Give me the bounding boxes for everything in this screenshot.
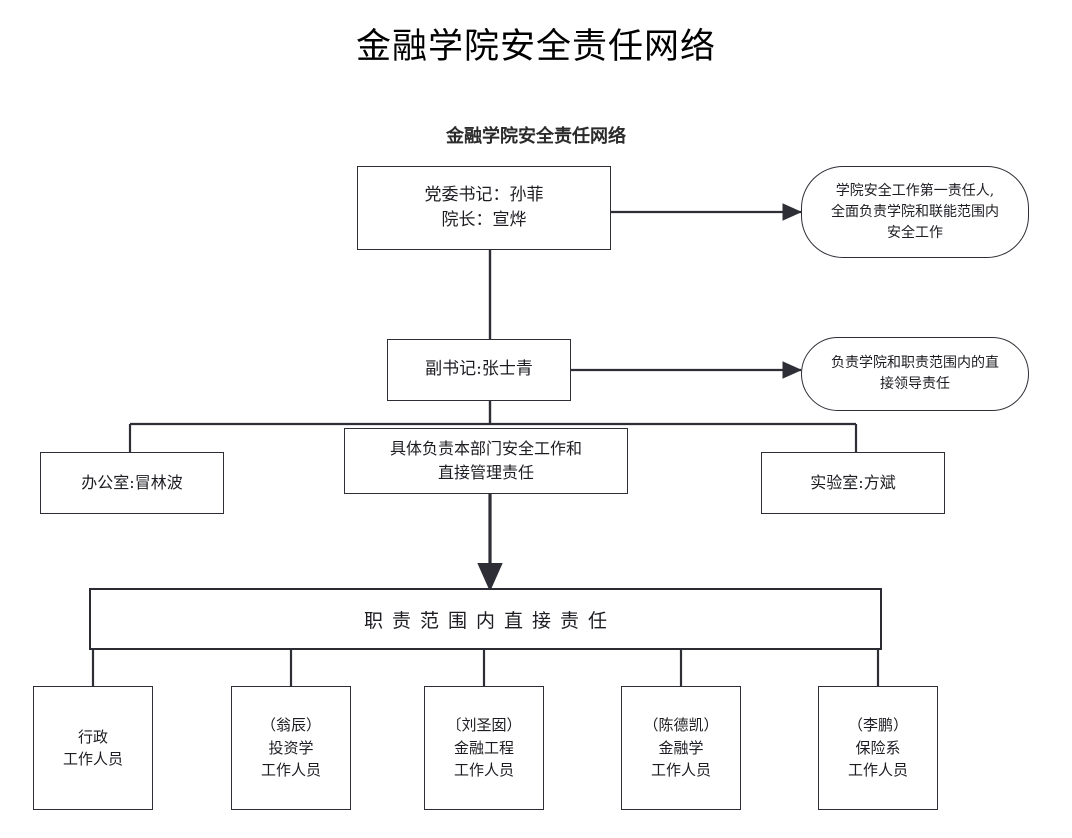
leadership-note-line-3: 安全工作 bbox=[887, 224, 943, 241]
staff-insurance-line-2: 保险系 bbox=[855, 738, 901, 757]
staff-insurance-line-3: 工作人员 bbox=[847, 761, 908, 780]
department-duty-box[interactable]: 具体负责本部门安全工作和 直接管理责任 bbox=[344, 428, 628, 494]
band-label: 职责范围内直接责任 bbox=[363, 609, 616, 632]
office-box[interactable]: 办公室:冒林波 bbox=[40, 452, 224, 514]
staff-financial-engineering[interactable]: 〔刘圣囡） 金融工程 工作人员 bbox=[424, 686, 544, 810]
deputy-line-1: 副书记:张士青 bbox=[425, 359, 533, 380]
office-line-1: 办公室:冒林波 bbox=[81, 473, 183, 492]
dept-duty-line-2: 直接管理责任 bbox=[437, 463, 534, 482]
direct-responsibility-band[interactable]: 职责范围内直接责任 bbox=[89, 588, 882, 650]
deputy-responsibility-note[interactable]: 负责学院和职责范围内的直 接领导责任 bbox=[801, 337, 1029, 411]
staff-finance-line-3: 工作人员 bbox=[650, 761, 711, 780]
staff-financial-engineering-line-3: 工作人员 bbox=[453, 761, 514, 780]
staff-finance-line-2: 金融学 bbox=[658, 738, 704, 757]
staff-investment-line-2: 投资学 bbox=[268, 738, 314, 757]
leadership-responsibility-note[interactable]: 学院安全工作第一责任人, 全面负责学院和联能范围内 安全工作 bbox=[801, 166, 1029, 258]
leadership-line-1: 党委书记：孙菲 bbox=[424, 184, 544, 205]
laboratory-box[interactable]: 实验室:方斌 bbox=[761, 452, 945, 514]
staff-finance[interactable]: （陈德凯） 金融学 工作人员 bbox=[621, 686, 741, 810]
staff-administration-line-2: 工作人员 bbox=[62, 750, 123, 768]
deputy-note-line-2: 接领导责任 bbox=[880, 376, 950, 392]
leadership-line-2: 院长：宣烨 bbox=[441, 210, 527, 230]
leadership-note-line-2: 全面负责学院和联能范围内 bbox=[831, 203, 999, 220]
lab-line-1: 实验室:方斌 bbox=[810, 473, 896, 492]
staff-investment-line-3: 工作人员 bbox=[260, 761, 321, 780]
staff-insurance[interactable]: （李鹏） 保险系 工作人员 bbox=[818, 686, 938, 810]
staff-administration[interactable]: 行政 工作人员 bbox=[33, 686, 153, 810]
staff-insurance-line-1: （李鹏） bbox=[847, 716, 908, 735]
staff-investment[interactable]: （翁辰） 投资学 工作人员 bbox=[231, 686, 351, 810]
page-title: 金融学院安全责任网络 bbox=[355, 27, 716, 67]
deputy-secretary-box[interactable]: 副书记:张士青 bbox=[387, 339, 571, 401]
deputy-note-line-1: 负责学院和职责范围内的直 bbox=[831, 355, 999, 371]
staff-investment-line-1: （翁辰） bbox=[260, 716, 321, 735]
leadership-box[interactable]: 党委书记：孙菲 院长：宣烨 bbox=[357, 166, 611, 250]
staff-administration-line-1: 行政 bbox=[77, 727, 108, 746]
staff-financial-engineering-line-2: 金融工程 bbox=[453, 738, 514, 757]
leadership-note-line-1: 学院安全工作第一责任人, bbox=[835, 182, 995, 199]
dept-duty-line-1: 具体负责本部门安全工作和 bbox=[389, 439, 582, 458]
staff-financial-engineering-line-1: 〔刘圣囡） bbox=[446, 716, 522, 735]
staff-finance-line-1: （陈德凯） bbox=[643, 716, 719, 735]
diagram-subtitle: 金融学院安全责任网络 bbox=[446, 126, 626, 147]
